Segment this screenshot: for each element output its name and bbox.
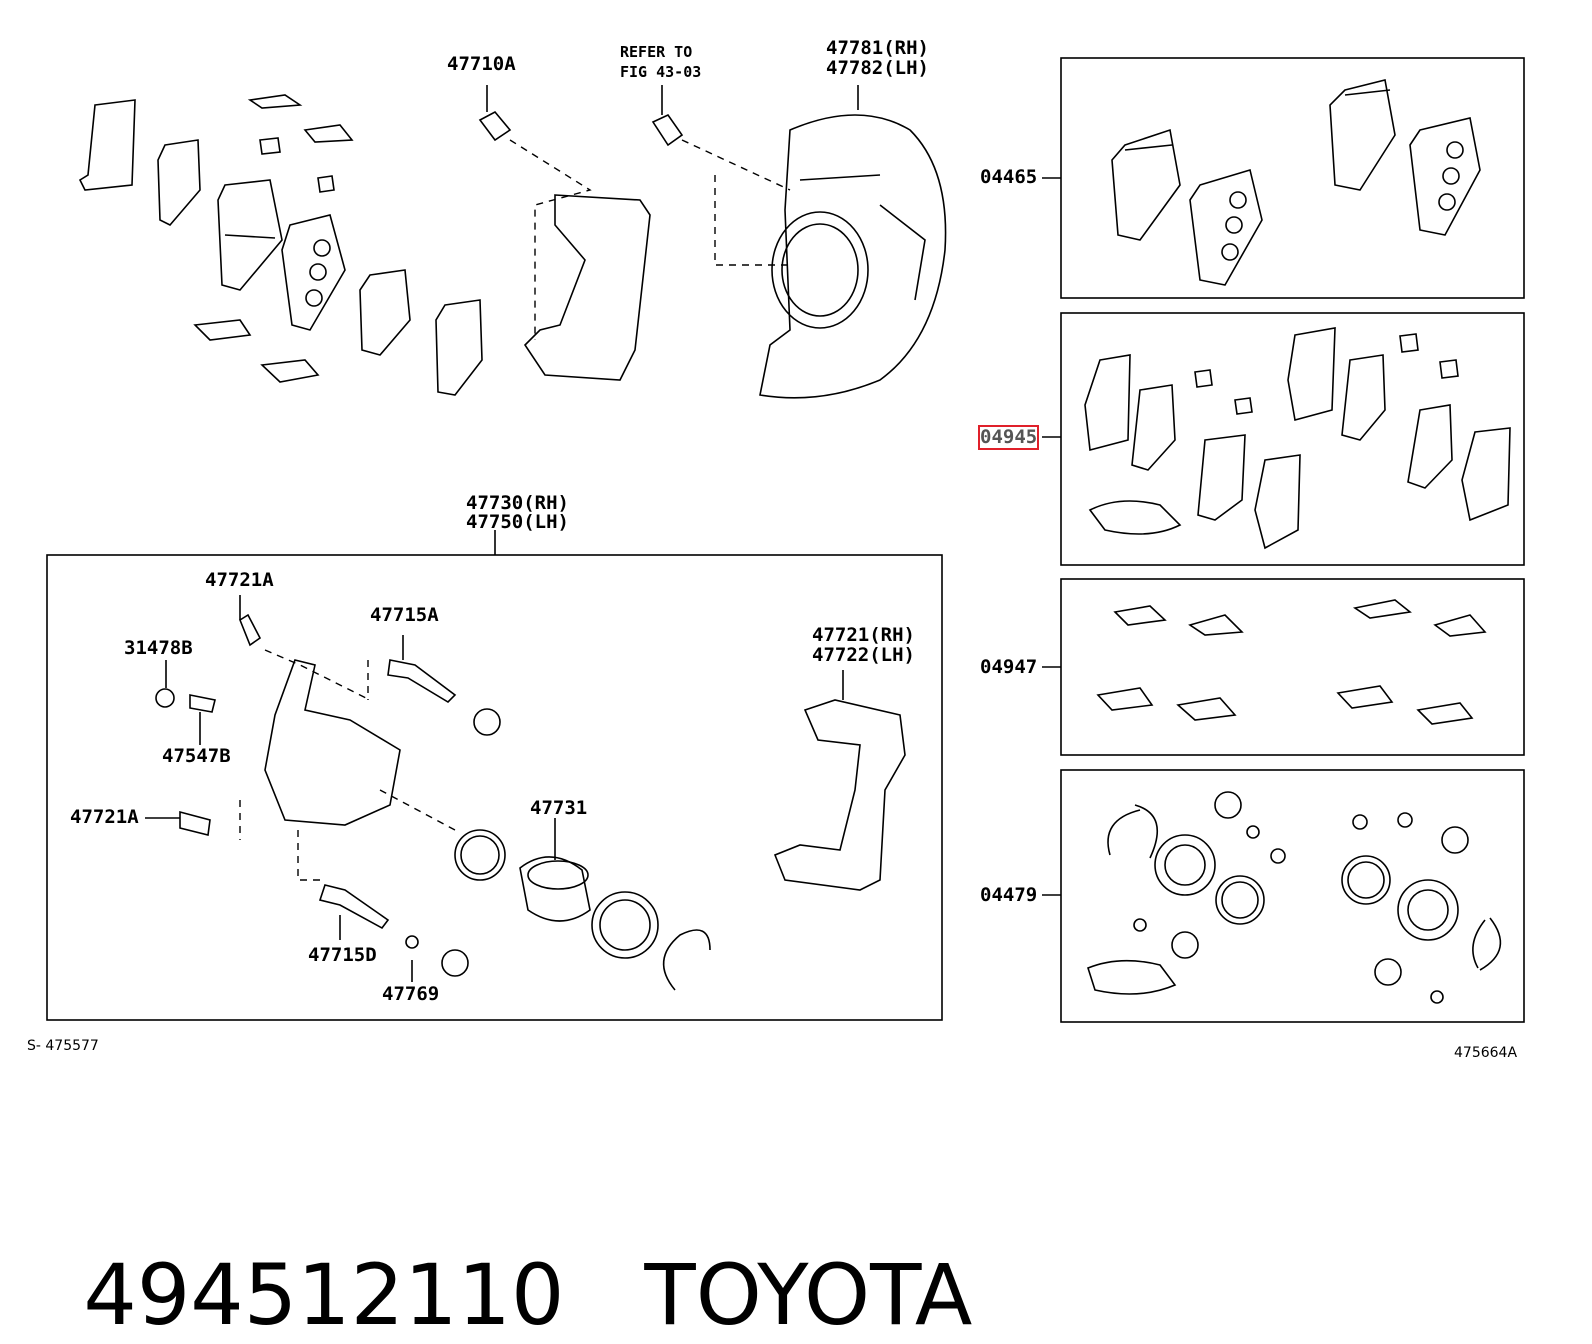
label-47710A: 47710A [447, 53, 516, 75]
label-refer-to: REFER TO [620, 43, 693, 61]
clip-set-04947 [1096, 599, 1487, 725]
label-47547B: 47547B [162, 745, 231, 767]
label-47731: 47731 [530, 797, 588, 819]
brand-name: TOYOTA [644, 1246, 973, 1344]
seal-kit-04479 [1087, 791, 1502, 1004]
part-number: 494512110 [83, 1246, 565, 1344]
label-47782-lh: 47782(LH) [826, 57, 929, 79]
kit-box-04947 [1060, 578, 1525, 756]
top-bolts-group [478, 85, 791, 381]
shim-set-04945 [1084, 327, 1511, 550]
label-47721-rh: 47721(RH) [812, 624, 915, 646]
kit-box-04945 [1060, 312, 1525, 566]
loose-pads-group [78, 94, 483, 396]
drawing-code-left: S- 475577 [27, 1038, 99, 1054]
label-47769: 47769 [382, 983, 440, 1005]
label-04465: 04465 [980, 166, 1038, 188]
label-47715A: 47715A [370, 604, 439, 626]
kit-box-04465 [1060, 57, 1525, 299]
kit-box-04479 [1060, 769, 1525, 1023]
drawing-code-right: 475664A [1454, 1045, 1518, 1061]
dust-shield [759, 85, 947, 399]
pad-set-04465 [1111, 79, 1481, 286]
label-04947: 04947 [980, 656, 1038, 678]
label-fig-43-03: FIG 43-03 [620, 63, 702, 81]
label-47750-lh: 47750(LH) [466, 511, 569, 533]
label-31478B: 31478B [124, 637, 193, 659]
label-47722-lh: 47722(LH) [812, 644, 915, 666]
label-47781-rh: 47781(RH) [826, 37, 929, 59]
label-04945-highlighted: 04945 [977, 425, 1040, 450]
label-04479: 04479 [980, 884, 1038, 906]
label-47730-rh: 47730(RH) [466, 492, 569, 514]
caliper-box [46, 554, 943, 1021]
label-47715D: 47715D [308, 944, 377, 966]
label-47721A-mid: 47721A [70, 806, 139, 828]
label-47721A-top: 47721A [205, 569, 274, 591]
caliper-assembly [145, 595, 906, 991]
